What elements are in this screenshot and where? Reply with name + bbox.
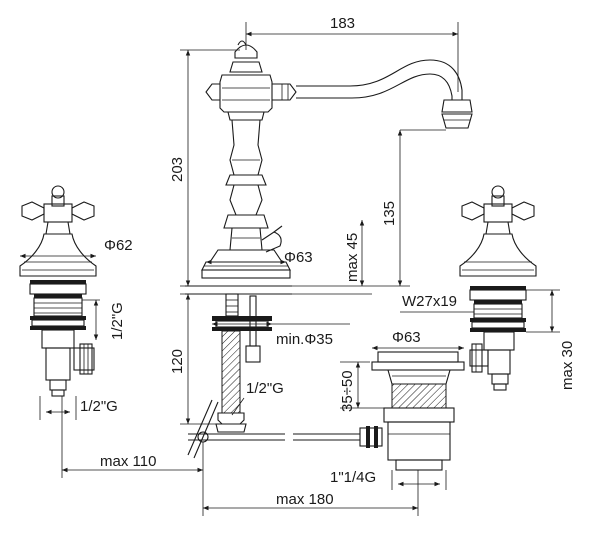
left-valve-assembly	[19, 185, 97, 397]
label-base-diameter-left: Φ62	[104, 237, 133, 254]
label-waste-thread: 1"1/4G	[330, 469, 376, 486]
label-wrench-size: W27x19	[402, 293, 457, 310]
label-waste-range: 35÷50	[339, 370, 356, 412]
label-min-hole: min.Φ35	[276, 331, 333, 348]
label-thread-left-bottom: 1/2"G	[80, 398, 118, 415]
label-height-120: 120	[169, 349, 186, 374]
label-waste-diameter: Φ63	[392, 329, 421, 346]
center-spout-assembly	[185, 40, 473, 459]
label-spout-height: 135	[381, 201, 398, 226]
label-thread-center: 1/2"G	[246, 380, 284, 397]
label-spout-reach: 183	[330, 15, 355, 32]
label-max-180: max 180	[276, 491, 334, 508]
label-thread-left-vertical: 1/2"G	[109, 302, 126, 340]
dimension-lines	[20, 22, 560, 516]
label-max-30: max 30	[559, 341, 576, 390]
right-valve-assembly	[459, 185, 537, 391]
dimension-labels: 183 203 135 max 45 Φ63 Φ62 min.Φ35 120 1…	[80, 15, 576, 508]
label-max-110: max 110	[100, 453, 156, 470]
label-max-45: max 45	[344, 233, 361, 282]
label-base-diameter-center: Φ63	[284, 249, 313, 266]
waste-drain-assembly	[293, 351, 465, 471]
label-total-height: 203	[169, 157, 186, 182]
